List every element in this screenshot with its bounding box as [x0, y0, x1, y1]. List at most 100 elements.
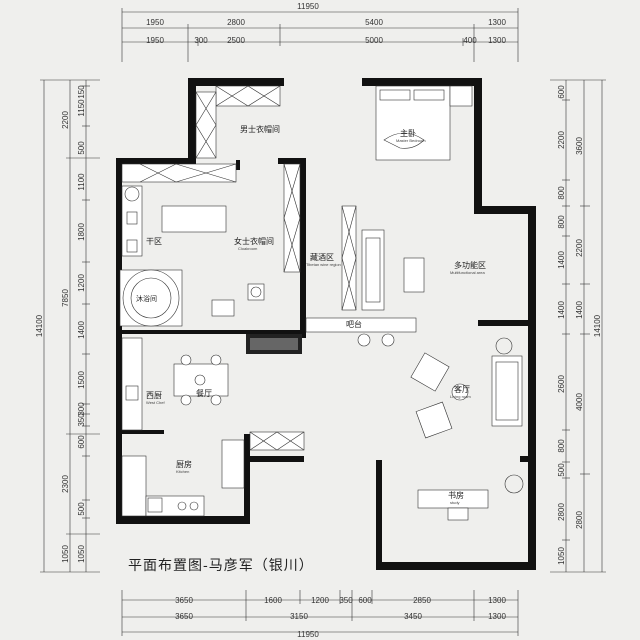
- label-master-en: Master Bedroom: [396, 138, 426, 143]
- label-women-cloak: 女士衣帽间: [234, 236, 274, 246]
- men-cloak-cabinet-top: [215, 85, 281, 107]
- dim-right-500: 500: [557, 463, 566, 477]
- dim-top2-400: 400: [463, 36, 477, 45]
- master-bed: [375, 85, 473, 161]
- living-sofa: [491, 337, 523, 427]
- women-cloak-cabinet-top: [121, 163, 237, 183]
- bar-hatch: [246, 334, 302, 354]
- dim-right-1400b: 1400: [557, 251, 566, 269]
- dim-top-2800: 2800: [227, 18, 245, 27]
- label-men-cloak: 男士衣帽间: [240, 124, 280, 134]
- dim-bot2-3450: 3450: [404, 612, 422, 621]
- label-multi: 多功能区: [454, 260, 486, 270]
- toilet: [247, 283, 265, 301]
- top-dimensions: 11950 1950 2800 5400 1300 1950 300 2500 …: [121, 2, 519, 62]
- bottom-dimensions: 3650 1600 1200 350 600 2850 1300 3650 31…: [121, 590, 519, 639]
- label-west: 西厨: [146, 391, 162, 400]
- dining-set: [173, 354, 229, 406]
- cloak-island: [161, 205, 227, 233]
- dim-top2-2500: 2500: [227, 36, 245, 45]
- dim-left-500: 500: [77, 141, 86, 155]
- label-bar: 吧台: [346, 319, 362, 329]
- dim-bot2-1300: 1300: [488, 612, 506, 621]
- wash-basin: [211, 299, 235, 317]
- plan-title: 平面布置图-马彦军（银川）: [128, 558, 314, 574]
- dim-bot-1200: 1200: [311, 596, 329, 605]
- west-chef-counter: [121, 337, 143, 431]
- cabinets: [121, 85, 357, 451]
- dim-left-1200: 1200: [77, 274, 86, 292]
- dim-left-1150: 1150: [77, 99, 86, 117]
- label-west-en: West Chef: [146, 400, 165, 405]
- dim-left-2300: 2300: [61, 475, 70, 493]
- living-armchairs: [410, 352, 469, 439]
- dim-right-600: 600: [557, 85, 566, 99]
- walls: [116, 78, 536, 570]
- label-dry: 干区: [146, 237, 162, 246]
- wine-cabinet: [341, 205, 357, 311]
- dim-top-total: 11950: [297, 2, 319, 11]
- kitchen-cabinet-top: [249, 431, 305, 451]
- dim-right-2200: 2200: [575, 239, 584, 257]
- dim-left-1050b: 1050: [77, 545, 86, 563]
- dim-top2-1300: 1300: [488, 36, 506, 45]
- room-labels: 男士衣帽间 主卧 Master Bedroom 干区 女士衣帽间 Cloakro…: [136, 124, 486, 505]
- label-study: 书房: [448, 490, 464, 500]
- dim-right-2200b: 2200: [557, 131, 566, 149]
- dim-left-1050: 1050: [61, 545, 70, 563]
- men-cloak-cabinet-left: [195, 91, 217, 159]
- label-women-en: Cloakroom: [238, 246, 258, 251]
- dim-right-2600: 2600: [557, 375, 566, 393]
- label-kitchen-en: Kitchen: [176, 469, 189, 474]
- dim-right-800b: 800: [557, 215, 566, 229]
- study-desk: [417, 474, 524, 521]
- label-living-en: Living room: [450, 394, 471, 399]
- label-master: 主卧: [400, 128, 416, 138]
- dry-vanity: [121, 185, 143, 257]
- dim-left-300: 300: [77, 402, 86, 416]
- dim-right-2800: 2800: [575, 511, 584, 529]
- dim-left-1800: 1800: [77, 223, 86, 241]
- dim-left-500b: 500: [77, 502, 86, 516]
- label-shower: 沐浴间: [136, 294, 157, 303]
- dim-bot-1600: 1600: [264, 596, 282, 605]
- dim-left-1500: 1500: [77, 371, 86, 389]
- dim-right-800: 800: [557, 186, 566, 200]
- dim-top2-5000: 5000: [365, 36, 383, 45]
- label-living: 客厅: [454, 384, 470, 394]
- round-bathtub: [119, 269, 183, 327]
- dim-bot-600: 600: [358, 596, 372, 605]
- dim-bot-2850: 2850: [413, 596, 431, 605]
- dim-right-total: 14100: [593, 314, 602, 337]
- right-dimensions: 14100 3600 2200 1400 4000 2800 600 2200 …: [550, 79, 606, 573]
- dim-left-total: 14100: [35, 314, 44, 337]
- dim-bot-1300: 1300: [488, 596, 506, 605]
- dim-right-1400c: 1400: [557, 301, 566, 319]
- dim-bot-3650: 3650: [175, 596, 193, 605]
- bar-counter: [305, 317, 417, 347]
- dim-right-4000: 4000: [575, 393, 584, 411]
- dim-left-150: 150: [77, 85, 86, 99]
- dim-left-2200: 2200: [61, 111, 70, 129]
- dim-top-5400: 5400: [365, 18, 383, 27]
- dim-bot-total: 11950: [297, 630, 319, 639]
- dim-top2-300: 300: [194, 36, 208, 45]
- dim-left-1100: 1100: [77, 173, 86, 191]
- dim-left-600: 600: [77, 435, 86, 449]
- kitchen-counter: [121, 439, 245, 517]
- dim-right-2800b: 2800: [557, 503, 566, 521]
- dim-bot-350: 350: [339, 596, 353, 605]
- furniture: [119, 85, 524, 521]
- label-study-en: study: [450, 500, 460, 505]
- label-wine: 藏酒区: [310, 252, 334, 262]
- left-dimensions: 14100 2200 7850 2300 1050 150 1150 500 1…: [35, 79, 100, 573]
- dim-left-1400: 1400: [77, 321, 86, 339]
- label-wine-en: Tibetan wine region: [306, 262, 341, 267]
- label-dining: 餐厅: [196, 389, 212, 398]
- dim-right-3600: 3600: [575, 137, 584, 155]
- dim-top-1300: 1300: [488, 18, 506, 27]
- dim-right-1050: 1050: [557, 547, 566, 565]
- dim-right-1400: 1400: [575, 301, 584, 319]
- label-kitchen: 厨房: [176, 459, 192, 469]
